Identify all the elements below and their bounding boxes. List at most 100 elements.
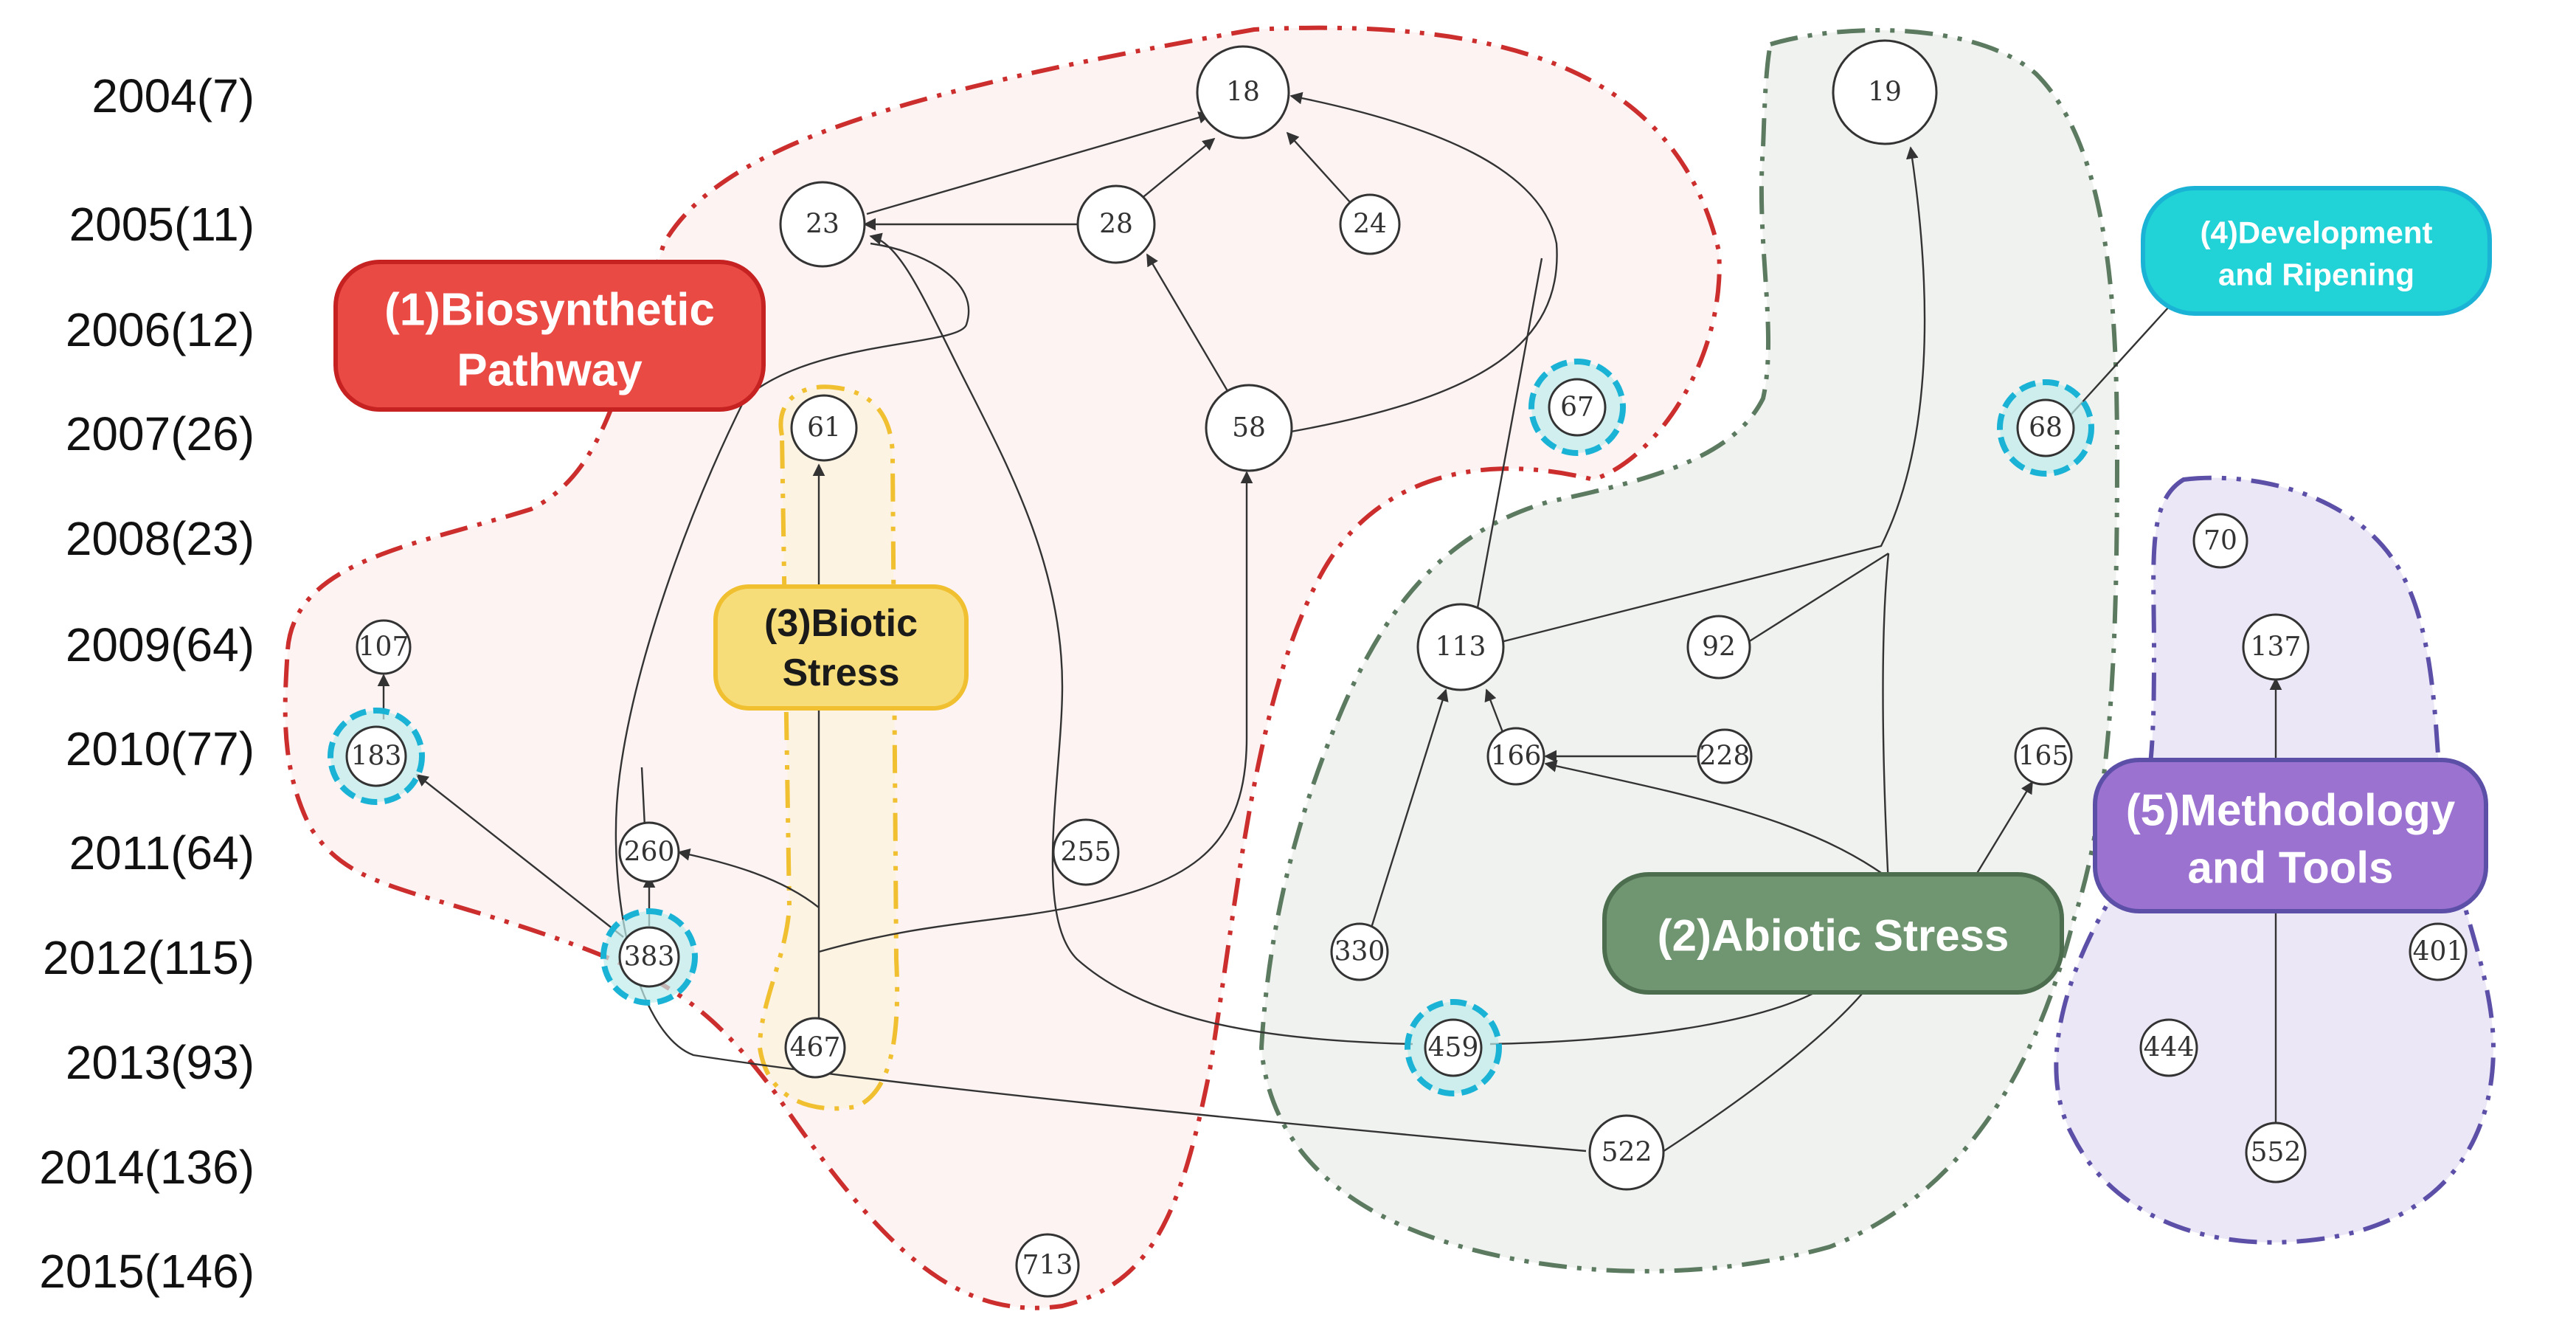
cluster-label-biosynthetic-line1: (1)Biosynthetic xyxy=(384,285,715,336)
node-713[interactable]: 713 xyxy=(1015,1233,1080,1298)
svg-text:522: 522 xyxy=(1602,1138,1652,1168)
cluster-label-methodology-box xyxy=(2093,758,2488,913)
node-183[interactable]: 183 xyxy=(345,725,407,787)
edge-58-28 xyxy=(1146,253,1233,399)
edge-459-abiotic xyxy=(1489,987,1823,1046)
svg-text:67: 67 xyxy=(1560,393,1594,423)
cluster-label-biotic-box xyxy=(713,584,969,711)
svg-text:228: 228 xyxy=(1700,742,1751,772)
edge-467-58 xyxy=(818,471,1253,953)
edges xyxy=(377,91,2282,1160)
year-label-2007: 2007(26) xyxy=(66,407,255,460)
edge-24-18 xyxy=(1286,131,1358,211)
node-552[interactable]: 552 xyxy=(2245,1122,2307,1183)
node-24[interactable]: 24 xyxy=(1339,193,1401,255)
edge-mainstress-19 xyxy=(1882,553,1890,886)
node-459[interactable]: 459 xyxy=(1424,1018,1483,1077)
node-107[interactable]: 107 xyxy=(356,619,412,675)
year-label-2011: 2011(64) xyxy=(69,826,255,879)
node-92[interactable]: 92 xyxy=(1686,615,1751,680)
svg-text:255: 255 xyxy=(1061,837,1112,868)
svg-text:58: 58 xyxy=(1232,413,1266,443)
svg-text:24: 24 xyxy=(1353,210,1387,240)
svg-text:18: 18 xyxy=(1226,77,1260,108)
year-label-2010: 2010(77) xyxy=(66,722,255,775)
edge-383-183 xyxy=(415,773,624,938)
node-18[interactable]: 18 xyxy=(1196,45,1290,139)
edge-abiotic-165 xyxy=(1968,781,2034,886)
cluster-label-biotic: (3)Biotic Stress xyxy=(713,584,969,711)
edge-113-far xyxy=(1474,258,1543,621)
edge-abiotic-166 xyxy=(1544,760,1889,879)
svg-text:183: 183 xyxy=(351,742,402,772)
svg-text:467: 467 xyxy=(790,1033,841,1063)
node-467[interactable]: 467 xyxy=(784,1017,846,1079)
cluster-label-biotic-line2: Stress xyxy=(783,652,900,694)
cluster-label-development-box xyxy=(2141,186,2492,316)
year-label-2014: 2014(136) xyxy=(39,1141,255,1194)
node-68[interactable]: 68 xyxy=(2016,398,2075,457)
cluster-label-abiotic-text: (2)Abiotic Stress xyxy=(1658,911,2009,961)
edge-467-260 xyxy=(677,848,820,908)
year-label-2004: 2004(7) xyxy=(91,69,255,122)
svg-text:166: 166 xyxy=(1491,742,1542,772)
cluster-label-abiotic-box xyxy=(1602,872,2064,995)
edge-58-18 xyxy=(1289,91,1558,433)
svg-text:552: 552 xyxy=(2251,1138,2302,1168)
node-137[interactable]: 137 xyxy=(2242,613,2310,681)
cluster-label-methodology: (5)Methodology and Tools xyxy=(2093,758,2488,913)
svg-text:70: 70 xyxy=(2203,526,2237,556)
svg-text:444: 444 xyxy=(2144,1033,2195,1063)
cluster-label-development-line2: and Ripening xyxy=(2218,258,2414,292)
edge-113-19 xyxy=(1500,146,1926,643)
cluster-label-development-line1: (4)Development xyxy=(2200,215,2432,250)
edge-28-18 xyxy=(1135,137,1216,204)
svg-text:165: 165 xyxy=(2018,742,2069,772)
svg-text:260: 260 xyxy=(624,837,675,868)
node-260[interactable]: 260 xyxy=(618,821,680,883)
year-label-2006: 2006(12) xyxy=(66,303,255,356)
node-255[interactable]: 255 xyxy=(1052,818,1120,886)
cluster-label-abiotic: (2)Abiotic Stress xyxy=(1602,872,2064,995)
node-113[interactable]: 113 xyxy=(1416,603,1505,691)
edge-522-abiotic xyxy=(1652,988,1867,1160)
node-67[interactable]: 67 xyxy=(1548,378,1607,437)
svg-text:68: 68 xyxy=(2029,413,2063,443)
node-165[interactable]: 165 xyxy=(2014,727,2073,786)
cluster-label-biosynthetic-box xyxy=(333,260,766,412)
node-228[interactable]: 228 xyxy=(1697,728,1753,784)
svg-text:92: 92 xyxy=(1702,632,1736,663)
svg-text:137: 137 xyxy=(2251,632,2302,663)
node-330[interactable]: 330 xyxy=(1330,922,1389,981)
svg-text:19: 19 xyxy=(1868,77,1902,108)
svg-text:459: 459 xyxy=(1428,1033,1479,1063)
edge-23-18 xyxy=(866,111,1211,215)
svg-text:28: 28 xyxy=(1099,210,1133,240)
node-61[interactable]: 61 xyxy=(790,394,858,462)
svg-text:107: 107 xyxy=(359,632,409,663)
node-23[interactable]: 23 xyxy=(779,181,866,268)
year-label-2012: 2012(115) xyxy=(43,931,255,984)
node-58[interactable]: 58 xyxy=(1205,384,1293,472)
node-28[interactable]: 28 xyxy=(1076,184,1156,264)
svg-text:61: 61 xyxy=(807,413,841,443)
svg-text:330: 330 xyxy=(1334,937,1385,967)
cluster-label-methodology-line2: and Tools xyxy=(2188,843,2394,893)
node-166[interactable]: 166 xyxy=(1486,727,1545,786)
svg-text:113: 113 xyxy=(1436,632,1486,663)
node-444[interactable]: 444 xyxy=(2139,1018,2198,1077)
node-401[interactable]: 401 xyxy=(2409,922,2468,981)
node-19[interactable]: 19 xyxy=(1832,39,1938,145)
year-label-2008: 2008(23) xyxy=(66,512,255,565)
svg-text:713: 713 xyxy=(1022,1251,1073,1281)
node-383[interactable]: 383 xyxy=(618,926,680,988)
year-axis: 2004(7) 2005(11) 2006(12) 2007(26) 2008(… xyxy=(39,69,255,1298)
edge-166-113 xyxy=(1484,688,1506,739)
year-label-2009: 2009(64) xyxy=(66,618,255,671)
nodes: 18 19 23 28 24 58 61 67 68 70 107 113 92… xyxy=(345,39,2468,1298)
cluster-label-methodology-line1: (5)Methodology xyxy=(2126,786,2456,835)
cluster-label-biosynthetic-line2: Pathway xyxy=(457,345,643,396)
node-522[interactable]: 522 xyxy=(1588,1114,1665,1191)
node-70[interactable]: 70 xyxy=(2192,513,2248,569)
